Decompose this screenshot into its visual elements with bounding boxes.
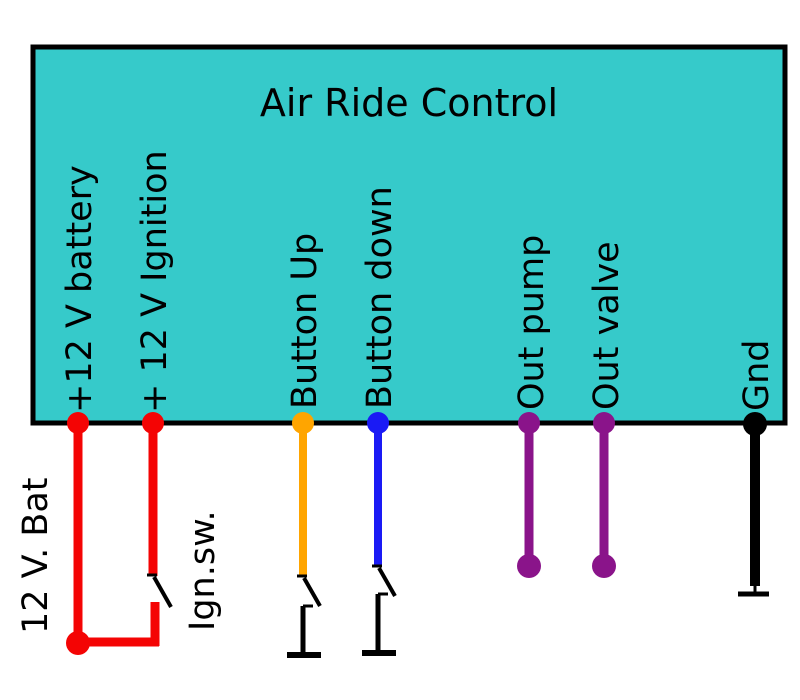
pin-label-out-pump: Out pump bbox=[512, 235, 552, 410]
pin-label-gnd: Gnd bbox=[737, 339, 777, 411]
pin-label-button-down: Button down bbox=[360, 186, 400, 409]
pin-label-ignition: + 12 V Ignition bbox=[135, 150, 175, 413]
out-pump-end-dot bbox=[517, 554, 541, 578]
button-down-terminal-dot bbox=[367, 412, 389, 434]
pin-label-button-up: Button Up bbox=[285, 233, 325, 409]
out-valve-terminal-dot bbox=[593, 412, 615, 434]
ignition-switch-blade bbox=[152, 576, 173, 608]
battery-source-label: 12 V. Bat bbox=[16, 477, 56, 634]
controller-box bbox=[30, 44, 788, 426]
ignition-terminal-dot bbox=[142, 412, 164, 434]
module-title: Air Ride Control bbox=[260, 81, 558, 125]
button-up-switch-blade bbox=[302, 577, 322, 607]
ignition-switch-label: Ign.sw. bbox=[183, 510, 223, 631]
pin-label-battery: +12 V battery bbox=[60, 165, 100, 413]
out-valve-end-dot bbox=[592, 554, 616, 578]
button-down-switch-blade bbox=[377, 567, 397, 597]
battery-junction-dot bbox=[66, 631, 90, 655]
button-up-terminal-dot bbox=[292, 412, 314, 434]
ground-terminal-dot bbox=[743, 412, 767, 436]
out-pump-terminal-dot bbox=[518, 412, 540, 434]
battery-terminal-dot bbox=[67, 412, 89, 434]
pin-label-out-valve: Out valve bbox=[587, 241, 627, 410]
